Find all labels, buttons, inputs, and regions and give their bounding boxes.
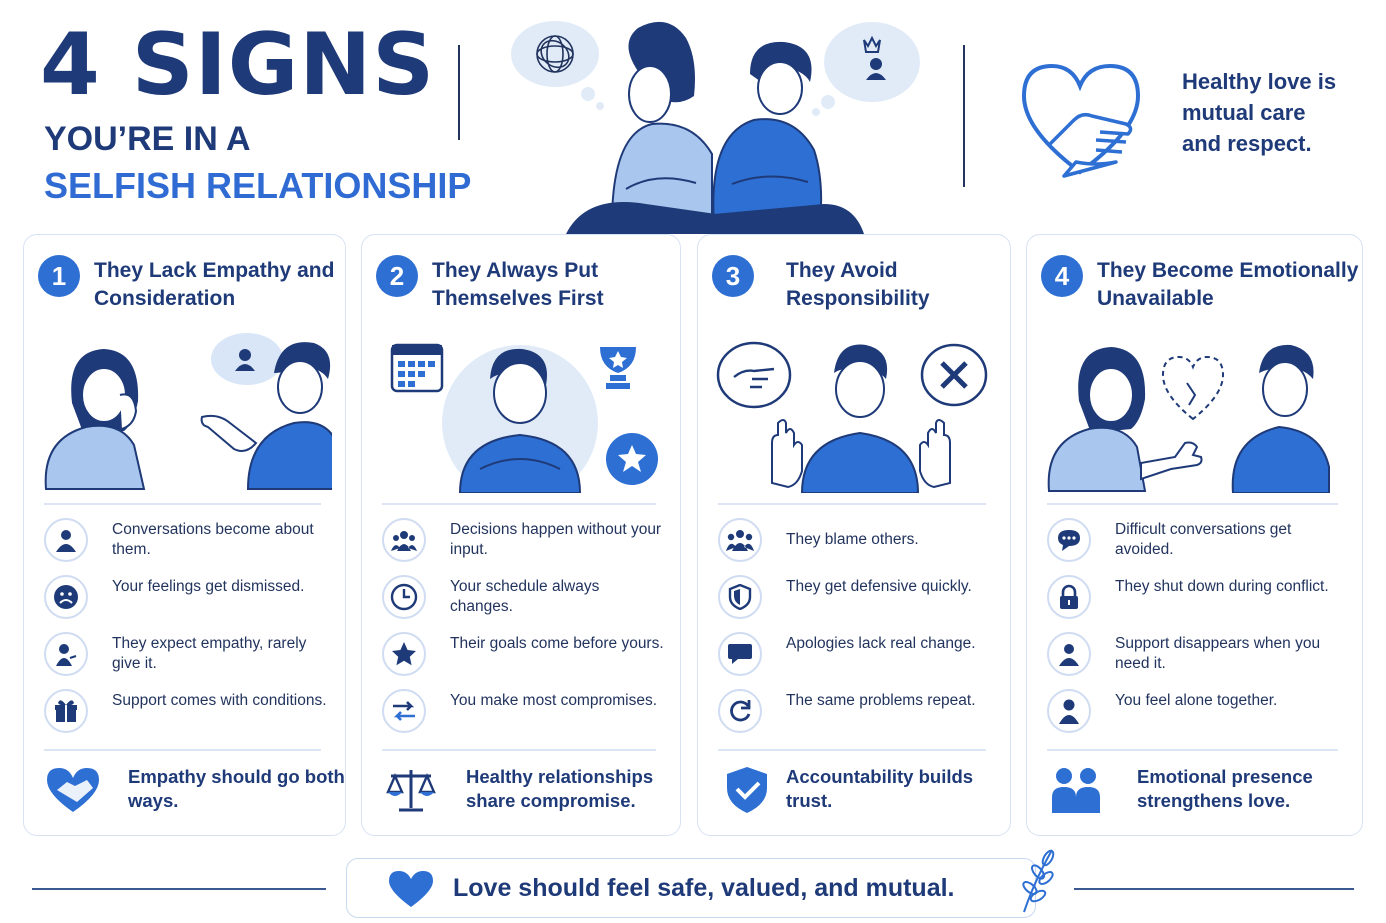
title-big: 4 SIGNS — [40, 15, 436, 115]
shield-icon — [718, 575, 762, 619]
chat-dots-icon — [1047, 518, 1091, 562]
list-item: Your feelings get dismissed. — [44, 572, 334, 624]
heart-icon — [389, 871, 433, 907]
list-item: They blame others. — [718, 515, 1008, 567]
sad-face-icon — [44, 575, 88, 619]
people-icon — [718, 518, 762, 562]
card-footer: Emotional presence strengthens love. — [1047, 761, 1347, 821]
heart-handshake-icon — [44, 765, 102, 815]
couple-illustration — [511, 21, 920, 234]
bottom-banner: Love should feel safe, valued, and mutua… — [346, 858, 1036, 918]
divider — [44, 749, 321, 751]
sign-card-3: 3 They Avoid Responsibility They blame o… — [697, 234, 1011, 836]
sign-card-4: 4 They Become Emotionally Unavailable Di… — [1026, 234, 1363, 836]
repeat-icon — [718, 689, 762, 733]
list-item: You make most compromises. — [382, 686, 672, 738]
crown-person-icon — [863, 35, 886, 80]
card-title: They Become Emotionally Unavailable — [1097, 259, 1359, 310]
list-item: Apologies lack real change. — [718, 629, 1008, 681]
person-speaking-icon — [44, 632, 88, 676]
arrows-icon — [382, 689, 426, 733]
card-title: They Always Put Themselves First — [432, 259, 604, 310]
two-people-icon — [1047, 765, 1105, 815]
unavailable-illustration — [1047, 344, 1330, 493]
divider — [1047, 749, 1338, 751]
card-title: They Avoid Responsibility — [786, 259, 930, 310]
list-item: Conversations become about them. — [44, 515, 334, 567]
clock-icon — [382, 575, 426, 619]
list-item: You feel alone together. — [1047, 686, 1337, 738]
group-icon — [382, 518, 426, 562]
shield-check-icon — [718, 765, 776, 815]
title-sub: SELFISH RELATIONSHIP — [44, 165, 472, 206]
self-first-illustration — [390, 343, 658, 493]
sign-card-1: 1 They Lack Empathy and Consideration Co… — [23, 234, 346, 836]
divider — [1047, 503, 1338, 505]
list-item: Support comes with conditions. — [44, 686, 334, 738]
list-item: They shut down during conflict. — [1047, 572, 1337, 624]
person-icon — [1047, 632, 1091, 676]
gift-icon — [44, 689, 88, 733]
card-footer: Healthy relationships share compromise. — [382, 761, 682, 821]
star-icon — [382, 632, 426, 676]
list-item: Their goals come before yours. — [382, 629, 672, 681]
title-mid: YOU’RE IN A — [44, 120, 251, 158]
heart-hand-icon — [1021, 63, 1141, 178]
divider — [718, 749, 986, 751]
bottom-line-left — [32, 888, 326, 890]
list-item: Support disappears when you need it. — [1047, 629, 1337, 681]
bottom-line-right — [1074, 888, 1354, 890]
card-number: 2 — [376, 255, 418, 297]
list-item: The same problems repeat. — [718, 686, 1008, 738]
divider — [44, 503, 321, 505]
card-footer: Accountability builds trust. — [718, 761, 1018, 821]
empathy-illustration — [44, 333, 332, 490]
divider — [382, 503, 656, 505]
lock-icon — [1047, 575, 1091, 619]
list-item: They expect empathy, rarely give it. — [44, 629, 334, 681]
divider — [382, 749, 656, 751]
scale-icon — [382, 765, 440, 815]
card-number: 3 — [712, 255, 754, 297]
list-item: Difficult conversations get avoided. — [1047, 515, 1337, 567]
bottom-banner-text: Love should feel safe, valued, and mutua… — [453, 874, 955, 902]
responsibility-illustration — [716, 341, 988, 493]
list-item: They get defensive quickly. — [718, 572, 1008, 624]
tagline: Healthy love is mutual care and respect. — [1182, 69, 1337, 156]
card-footer: Empathy should go both ways. — [44, 761, 345, 821]
list-item: Decisions happen without your input. — [382, 515, 672, 567]
card-title: They Lack Empathy and Consideration — [94, 259, 335, 310]
divider — [718, 503, 986, 505]
divider-left — [458, 45, 460, 140]
card-number: 4 — [1041, 255, 1083, 297]
tangle-icon — [536, 35, 574, 73]
person-icon — [44, 518, 88, 562]
divider-right — [963, 45, 965, 187]
speech-bubble-icon — [718, 632, 762, 676]
sign-card-2: 2 They Always Put Themselves First Decis… — [361, 234, 681, 836]
card-number: 1 — [38, 255, 80, 297]
person-alone-icon — [1047, 689, 1091, 733]
leaf-branch-icon — [1022, 849, 1055, 913]
list-item: Your schedule always changes. — [382, 572, 672, 624]
